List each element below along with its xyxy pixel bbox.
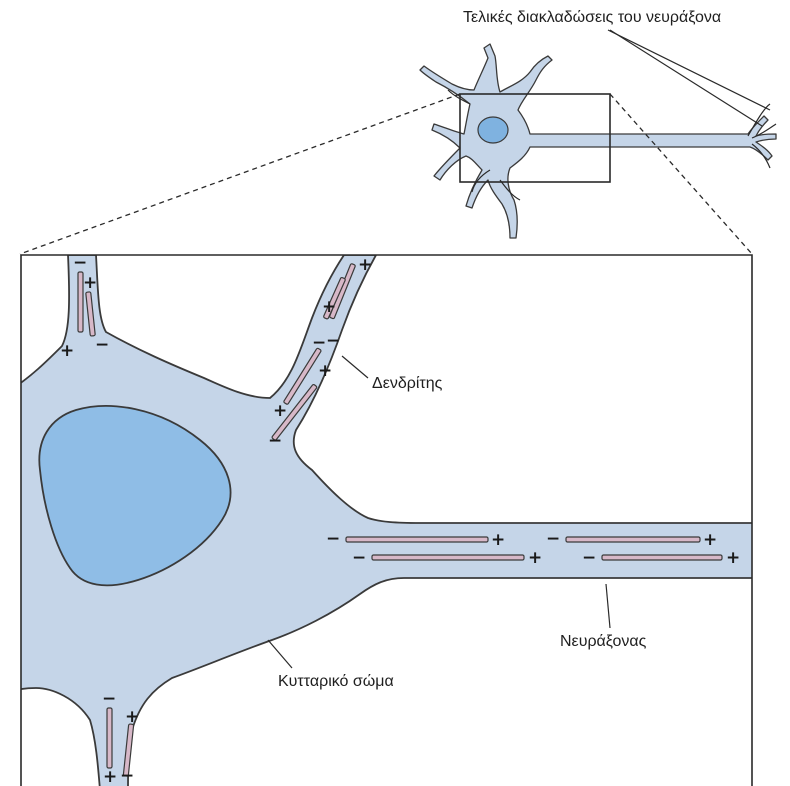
axon-label: Νευράξονας xyxy=(560,633,647,650)
cell-body-pointer xyxy=(268,640,292,668)
minus-sign: − xyxy=(120,766,134,786)
overview-nucleus xyxy=(478,117,508,143)
microtubule xyxy=(346,537,488,542)
plus-sign: + xyxy=(491,530,505,550)
minus-sign: − xyxy=(312,333,326,353)
terminals-pointer-1 xyxy=(608,30,770,110)
plus-sign: + xyxy=(358,255,372,275)
axon-terminals-label: Τελικές διακλαδώσεις του νευράξονα xyxy=(463,9,721,26)
plus-sign: + xyxy=(125,707,139,727)
plus-sign: + xyxy=(273,401,287,421)
minus-sign: − xyxy=(268,431,282,451)
plus-sign: + xyxy=(703,530,717,550)
minus-sign: − xyxy=(326,331,340,351)
plus-sign: + xyxy=(103,767,117,786)
microtubule xyxy=(602,555,722,560)
dendrite-label: Δενδρίτης xyxy=(372,375,443,392)
minus-sign: − xyxy=(546,529,560,549)
overview-neuron xyxy=(420,44,776,238)
minus-sign: − xyxy=(73,253,87,273)
plus-sign: + xyxy=(83,273,97,293)
microtubule xyxy=(566,537,700,542)
plus-sign: + xyxy=(528,548,542,568)
zoom-projection-left xyxy=(20,94,460,254)
enlarged-view xyxy=(10,255,760,786)
microtubule xyxy=(107,708,112,768)
plus-sign: + xyxy=(60,341,74,361)
plus-sign: + xyxy=(726,548,740,568)
minus-sign: − xyxy=(95,335,109,355)
terminals-pointer-2 xyxy=(610,30,762,126)
minus-sign: − xyxy=(582,548,596,568)
cell-body-label: Κυτταρικό σώμα xyxy=(278,673,394,690)
axon-pointer xyxy=(606,584,610,628)
plus-sign: + xyxy=(322,297,336,317)
minus-sign: − xyxy=(352,548,366,568)
plus-sign: + xyxy=(318,361,332,381)
minus-sign: − xyxy=(102,689,116,709)
microtubule xyxy=(372,555,524,560)
minus-sign: − xyxy=(326,529,340,549)
zoom-projection-right xyxy=(610,94,752,254)
overview-neuron-outline xyxy=(420,44,776,238)
dendrite-pointer xyxy=(342,356,368,378)
